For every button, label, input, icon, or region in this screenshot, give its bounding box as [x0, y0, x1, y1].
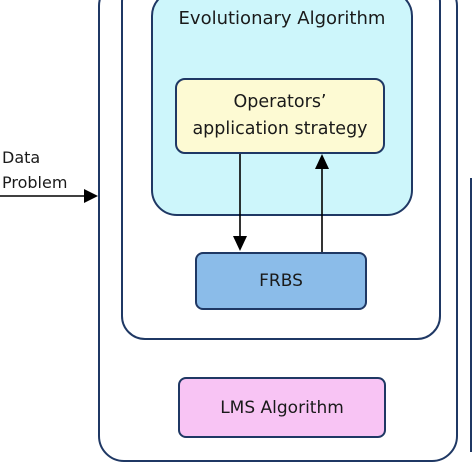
down-arrow-head [233, 236, 247, 251]
data-label: Data [2, 148, 41, 167]
operators-strategy-text: Operators’ application strategy [192, 89, 367, 143]
operators-strategy-line-1: Operators’ [233, 92, 327, 112]
evolutionary-algorithm-title: Evolutionary Algorithm [178, 8, 386, 29]
input-arrow-head [84, 189, 98, 203]
lms-algorithm-box: LMS Algorithm [178, 377, 386, 438]
data-problem-label: Data Problem [2, 145, 67, 195]
operators-strategy-box: Operators’ application strategy [175, 78, 385, 154]
lms-algorithm-label: LMS Algorithm [220, 397, 344, 418]
frbs-box: FRBS [195, 252, 367, 310]
right-edge-line [470, 178, 472, 452]
operators-strategy-line-2: application strategy [192, 119, 368, 139]
up-arrow-head [315, 154, 329, 169]
frbs-label: FRBS [259, 271, 303, 291]
problem-label: Problem [2, 173, 68, 192]
